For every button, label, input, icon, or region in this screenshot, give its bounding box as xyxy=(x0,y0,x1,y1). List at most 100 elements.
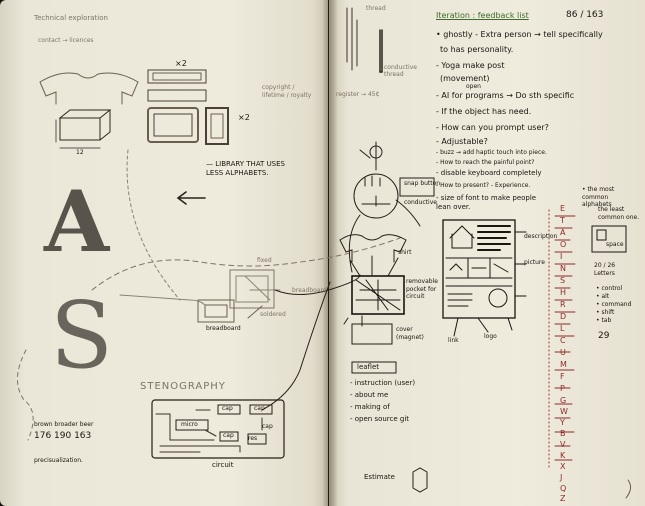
cap-label-2: cap xyxy=(254,405,265,412)
logo-circle-sketch xyxy=(488,288,508,308)
conductive-label: conductive xyxy=(404,199,437,206)
feedback-item-2: to has personality. xyxy=(440,45,514,54)
left-title: Technical exploration xyxy=(34,14,108,22)
arrow-left-sketch xyxy=(176,191,206,205)
breadboard-label: breadboard xyxy=(292,287,327,294)
webpage-layout-sketch xyxy=(442,219,516,319)
removable-pocket-label: removable pocket for circuit xyxy=(406,278,438,300)
feedback-item-6: - If the object has need. xyxy=(436,107,532,116)
left-subtitle: contact → licences xyxy=(38,37,94,44)
most-common-note: • the most common alphabets xyxy=(582,186,615,208)
letter-12: U xyxy=(560,348,566,357)
space-key-label: space xyxy=(606,241,624,248)
circuit-board-sketch xyxy=(151,399,285,459)
fixed-label: fixed xyxy=(257,257,272,264)
shirt-label: shirt xyxy=(398,249,412,256)
micro-label: micro xyxy=(181,421,198,428)
bar-sketch xyxy=(147,69,207,84)
leaflet-title: leaflet xyxy=(357,363,380,371)
circuit-label: circuit xyxy=(212,461,234,469)
feedback-item-8: - Adjustable? xyxy=(436,137,488,146)
frame-sketch xyxy=(205,107,229,145)
leaflet-label-box xyxy=(351,361,397,374)
key-total: 29 xyxy=(598,331,610,341)
letter-7: H xyxy=(560,288,567,297)
feedback-item-13: - size of font to make people lean over. xyxy=(436,194,537,212)
key-control: • control xyxy=(596,285,623,292)
letter-10: L xyxy=(560,324,565,333)
letter-4: I xyxy=(560,252,563,261)
precisualization-note: precisualization. xyxy=(34,457,83,464)
letter-3: O xyxy=(560,240,567,249)
feedback-item-1: • ghostly - Extra person → tell specific… xyxy=(436,30,603,39)
letter-11: C xyxy=(560,336,566,345)
feedback-item-10: - How to reach the painful point? xyxy=(436,159,535,166)
cap-label-4: cap xyxy=(262,423,273,430)
feedback-item-4: (movement) xyxy=(440,74,490,83)
copyright-note: copyright / lifetime / royalty xyxy=(262,84,312,99)
leaflet-item-3: - making of xyxy=(350,403,390,411)
letter-1: T xyxy=(560,216,565,225)
letter-6: S xyxy=(560,276,566,285)
letter-9: D xyxy=(560,312,567,321)
res-label: res xyxy=(248,435,258,442)
right-page xyxy=(329,0,645,506)
space-key-sketch xyxy=(591,225,627,253)
snap-button-sketch xyxy=(353,173,399,219)
letter-19: B xyxy=(560,429,566,438)
leaflet-item-1: - instruction (user) xyxy=(350,379,416,387)
description-label: description xyxy=(524,233,558,240)
letter-21: K xyxy=(560,451,566,460)
frame-sketch xyxy=(147,107,199,143)
letter-s-sketch: S xyxy=(50,282,114,389)
breadboard-sketch xyxy=(197,299,235,323)
cover-label: cover (magnet) xyxy=(396,326,424,341)
x2-mid-label: ×2 xyxy=(238,113,250,122)
letter-20: V xyxy=(560,440,566,449)
least-common-note: the least common one. xyxy=(598,206,640,221)
iteration-heading: Iteration : feedback list xyxy=(436,11,529,20)
key-alt: • alt xyxy=(596,293,610,300)
letter-23: J xyxy=(560,473,563,482)
letter-2: A xyxy=(560,228,566,237)
letter-14: F xyxy=(560,372,565,381)
feedback-item-9: - buzz → add haptic touch into piece. xyxy=(436,149,547,156)
letter-0: E xyxy=(560,204,566,213)
notebook-gutter xyxy=(322,0,338,506)
letter-5: N xyxy=(560,264,566,273)
picture-label: picture xyxy=(524,259,545,266)
feedback-item-3: - Yoga make post xyxy=(436,61,505,70)
key-tab: • tab xyxy=(596,317,612,324)
box-sketch xyxy=(58,109,112,141)
leaflet-item-2: - about me xyxy=(350,391,389,399)
open-label: open xyxy=(466,83,481,90)
cap-label-1: cap xyxy=(222,405,233,412)
letter-22: X xyxy=(560,462,566,471)
register-note: register → 45₵ xyxy=(336,91,380,98)
letter-8: R xyxy=(560,300,566,309)
key-command: • command xyxy=(596,301,632,308)
library-note: — LIBRARY THAT USES LESS ALPHABETS. xyxy=(206,160,285,178)
letter-16: G xyxy=(560,396,567,405)
numbers: 176 190 163 xyxy=(34,431,92,441)
letter-15: P xyxy=(560,384,565,393)
letter-13: M xyxy=(560,360,567,369)
feedback-item-7: - How can you prompt user? xyxy=(436,123,549,132)
feedback-item-5: - AI for programs → Do sth specific xyxy=(436,91,575,100)
feedback-item-11: - disable keyboard completely xyxy=(436,169,542,177)
stenography-title: STENOGRAPHY xyxy=(140,381,226,392)
letter-25: Z xyxy=(560,494,566,503)
leaflet-item-4: - open source git xyxy=(350,415,410,423)
estimate-label: Estimate xyxy=(364,473,395,481)
number-labels: brown broader beer xyxy=(34,421,94,428)
letter-17: W xyxy=(560,407,568,416)
left-page xyxy=(0,0,328,506)
letter-24: Q xyxy=(560,484,567,493)
thread-label: thread xyxy=(366,5,386,12)
bar-sketch xyxy=(147,89,207,102)
removable-pocket-sketch xyxy=(351,275,405,315)
breadboard-sketch xyxy=(229,269,275,309)
link-label: link xyxy=(448,337,459,344)
x2-top-label: ×2 xyxy=(175,59,187,68)
